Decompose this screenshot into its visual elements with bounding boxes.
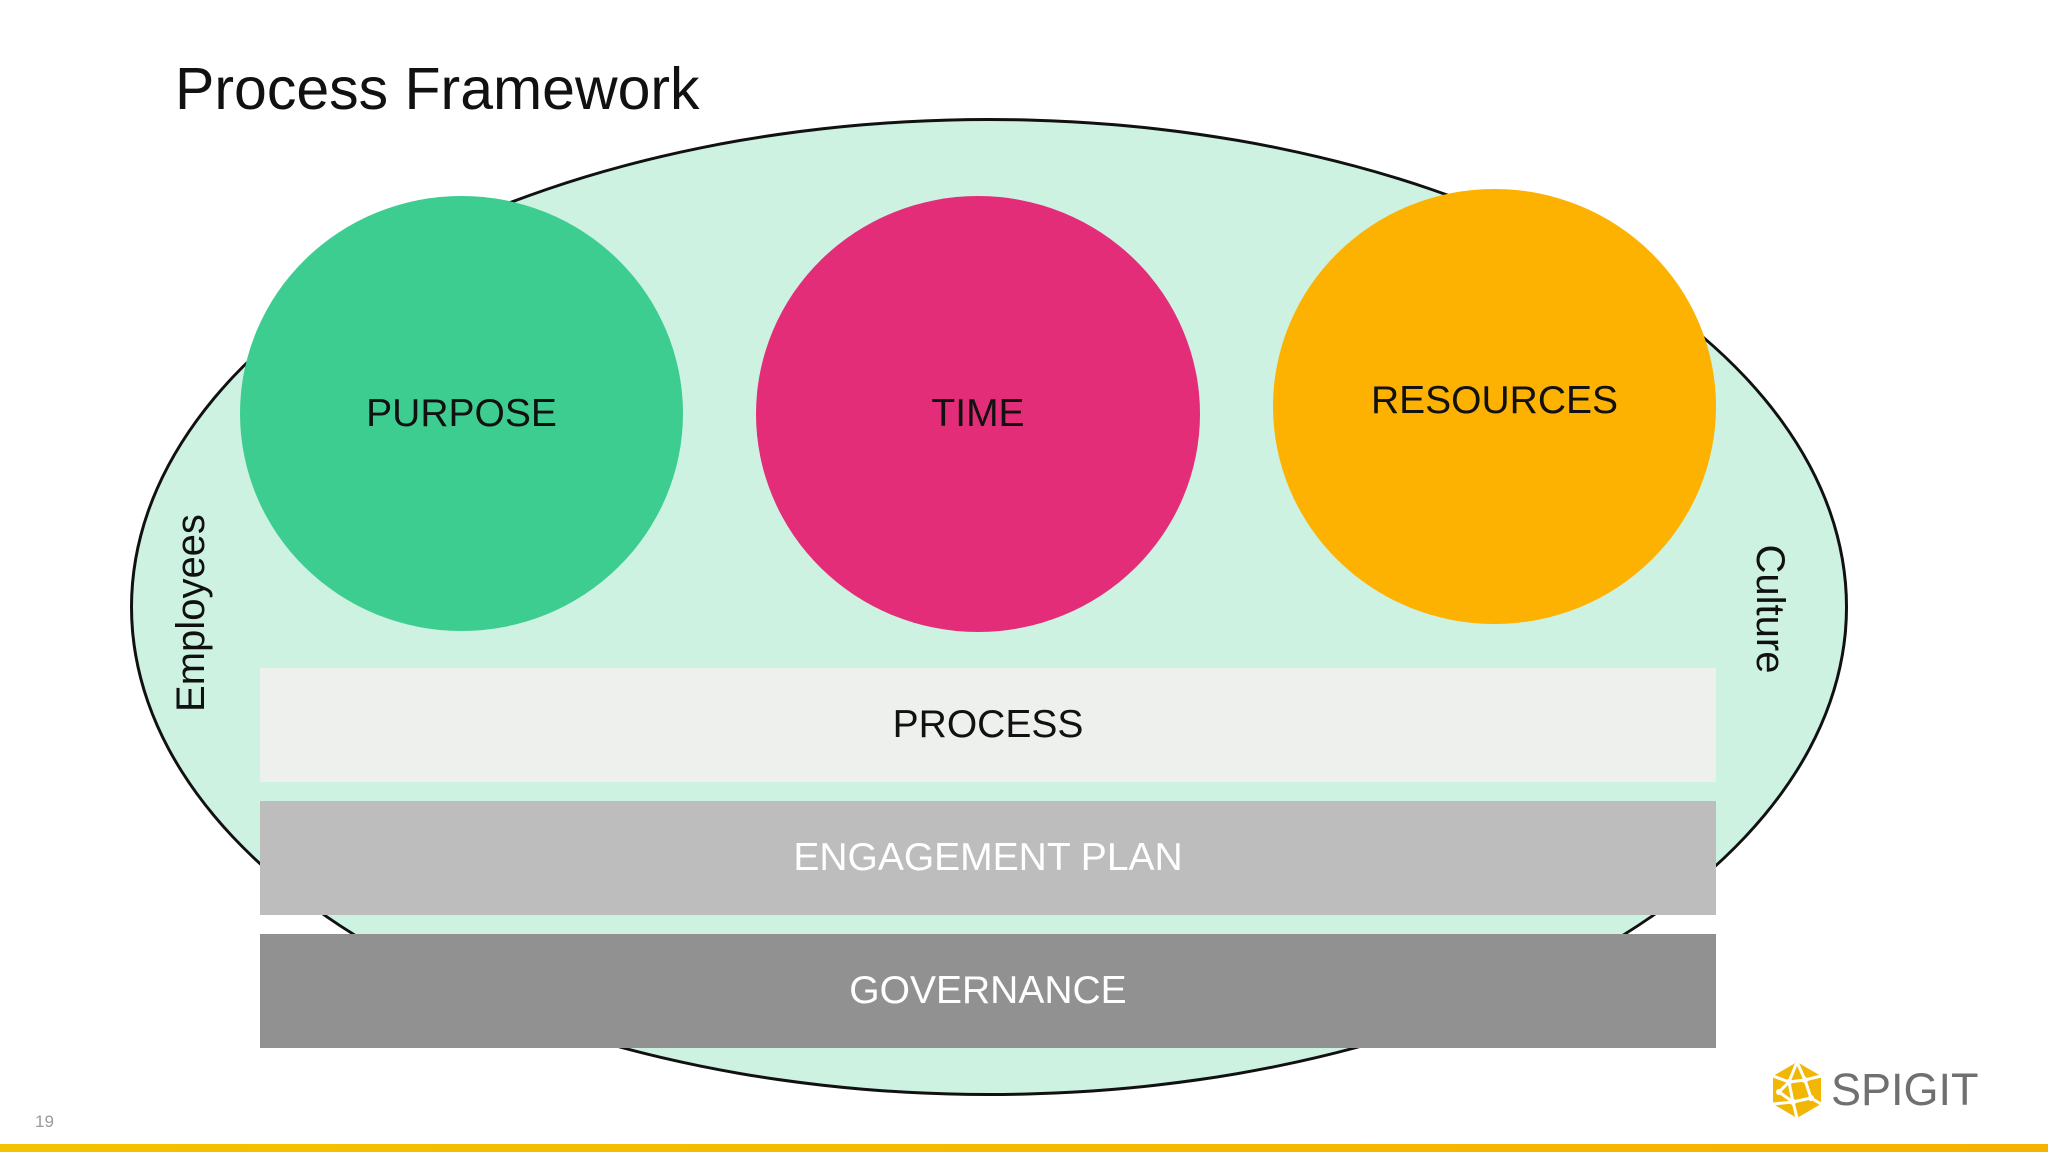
resources-label: RESOURCES: [1370, 378, 1619, 422]
process-bar: PROCESS: [260, 668, 1716, 782]
employees-label: Employees: [169, 514, 213, 712]
bottom-accent-bar: [0, 1144, 2048, 1152]
slide-title: Process Framework: [175, 56, 700, 122]
culture-label: Culture: [1748, 544, 1792, 674]
engagement-plan-label: ENGAGEMENT PLAN: [793, 836, 1183, 879]
logo-text: SPIGIT: [1831, 1064, 1979, 1115]
purpose-circle: PURPOSE: [240, 196, 683, 631]
time-label: TIME: [931, 392, 1025, 435]
spigit-globe-icon: [1772, 1060, 1822, 1119]
resources-circle: RESOURCES: [1273, 189, 1716, 624]
process-label: PROCESS: [892, 703, 1084, 746]
time-circle: TIME: [756, 196, 1200, 632]
spigit-logo: SPIGIT: [1765, 1058, 1979, 1122]
engagement-plan-bar: ENGAGEMENT PLAN: [260, 801, 1716, 915]
governance-label: GOVERNANCE: [849, 969, 1127, 1012]
purpose-label: PURPOSE: [366, 391, 557, 435]
governance-bar: GOVERNANCE: [260, 934, 1716, 1048]
page-number: 19: [35, 1112, 54, 1131]
